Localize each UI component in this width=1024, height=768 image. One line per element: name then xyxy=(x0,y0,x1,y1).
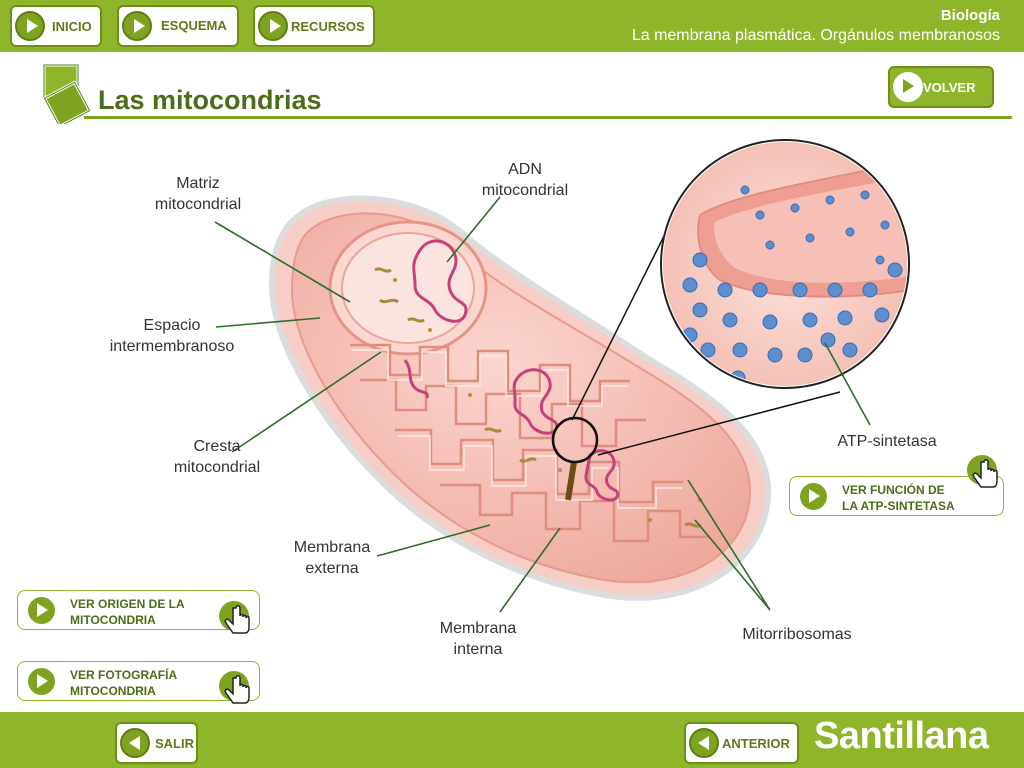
ver-origen-button[interactable]: VER ORIGEN DE LA MITOCONDRIA xyxy=(17,590,260,630)
cristae xyxy=(350,343,710,543)
ver-fotografia-label: VER FOTOGRAFÍA MITOCONDRIA xyxy=(70,667,177,699)
play-icon xyxy=(15,11,45,41)
label-cresta: Cresta mitocondrial xyxy=(162,436,272,478)
play-icon xyxy=(800,483,827,510)
label-matriz-line1: Matriz xyxy=(176,175,220,192)
leader-lines xyxy=(214,196,871,613)
volver-label: VOLVER xyxy=(923,80,976,95)
label-interna: Membrana interna xyxy=(423,618,533,660)
ver-funcion-line1: VER FUNCIÓN DE xyxy=(842,483,945,497)
footer-bar: SALIR ANTERIOR xyxy=(0,712,1024,768)
label-espacio-line2: intermembranoso xyxy=(109,338,235,355)
ver-fotografia-line1: VER FOTOGRAFÍA xyxy=(70,668,178,682)
back-arrow-icon xyxy=(689,728,719,758)
subject-title: Biología xyxy=(940,7,1000,24)
play-icon xyxy=(28,668,55,695)
recursos-button[interactable]: RECURSOS xyxy=(253,5,375,47)
label-interna-line1: Membrana xyxy=(439,620,517,637)
ver-funcion-atp-button[interactable]: VER FUNCIÓN DE LA ATP-SINTETASA xyxy=(789,476,1004,516)
back-arrow-icon xyxy=(120,728,150,758)
santillana-logo: Santillana xyxy=(814,715,989,757)
hand-pointer-icon[interactable] xyxy=(964,452,1004,498)
mitochondria-diagram: Matriz mitocondrial ADN mitocondrial Esp… xyxy=(0,120,1024,710)
ver-origen-label: VER ORIGEN DE LA MITOCONDRIA xyxy=(70,596,185,628)
esquema-label: ESQUEMA xyxy=(161,18,227,33)
label-externa-line1: Membrana xyxy=(293,539,371,556)
label-cresta-line1: Cresta xyxy=(193,438,241,455)
play-icon xyxy=(122,11,152,41)
play-icon xyxy=(893,72,923,102)
anterior-button[interactable]: ANTERIOR xyxy=(684,722,799,764)
title-squares-icon xyxy=(42,63,92,124)
label-espacio: Espacio intermembranoso xyxy=(100,315,244,357)
label-espacio-line1: Espacio xyxy=(143,317,201,334)
label-interna-line2: interna xyxy=(453,641,503,658)
label-cresta-line2: mitocondrial xyxy=(173,459,261,476)
hand-pointer-icon[interactable] xyxy=(216,598,256,644)
page-title: Las mitocondrias xyxy=(98,85,322,115)
mitoribosomes xyxy=(374,267,702,528)
recursos-label: RECURSOS xyxy=(291,19,365,34)
magnifier-icon xyxy=(551,416,599,501)
hand-pointer-icon[interactable] xyxy=(216,668,256,714)
play-icon xyxy=(28,597,55,624)
ver-origen-line1: VER ORIGEN DE LA xyxy=(70,597,185,611)
mitochondria-illustration xyxy=(214,139,910,613)
ver-funcion-line2: LA ATP-SINTETASA xyxy=(842,499,955,513)
anterior-label: ANTERIOR xyxy=(722,736,790,751)
atp-synthase-zoom xyxy=(660,139,910,389)
title-divider xyxy=(84,116,1012,119)
label-matriz-line2: mitocondrial xyxy=(154,196,242,213)
top-bar: INICIO ESQUEMA RECURSOS Biología La memb… xyxy=(0,0,1024,52)
inicio-button[interactable]: INICIO xyxy=(10,5,102,47)
volver-button[interactable]: VOLVER xyxy=(888,66,994,108)
topic-subtitle: La membrana plasmática. Orgánulos membra… xyxy=(631,27,1000,44)
ver-fotografia-button[interactable]: VER FOTOGRAFÍA MITOCONDRIA xyxy=(17,661,260,701)
label-adn-line2: mitocondrial xyxy=(481,182,569,199)
inicio-label: INICIO xyxy=(52,19,92,34)
label-matriz: Matriz mitocondrial xyxy=(143,173,253,215)
ver-origen-line2: MITOCONDRIA xyxy=(70,613,156,627)
label-externa: Membrana externa xyxy=(277,537,387,579)
play-icon xyxy=(258,11,288,41)
ver-funcion-atp-label: VER FUNCIÓN DE LA ATP-SINTETASA xyxy=(842,482,955,514)
salir-button[interactable]: SALIR xyxy=(115,722,198,764)
label-atp-sintetasa: ATP-sintetasa xyxy=(837,433,937,450)
ver-fotografia-line2: MITOCONDRIA xyxy=(70,684,156,698)
esquema-button[interactable]: ESQUEMA xyxy=(117,5,239,47)
label-externa-line2: externa xyxy=(305,560,359,577)
label-mitorribosomas: Mitorribosomas xyxy=(742,626,852,643)
label-adn: ADN mitocondrial xyxy=(470,159,580,201)
label-adn-line1: ADN xyxy=(508,161,542,178)
salir-label: SALIR xyxy=(155,736,194,751)
